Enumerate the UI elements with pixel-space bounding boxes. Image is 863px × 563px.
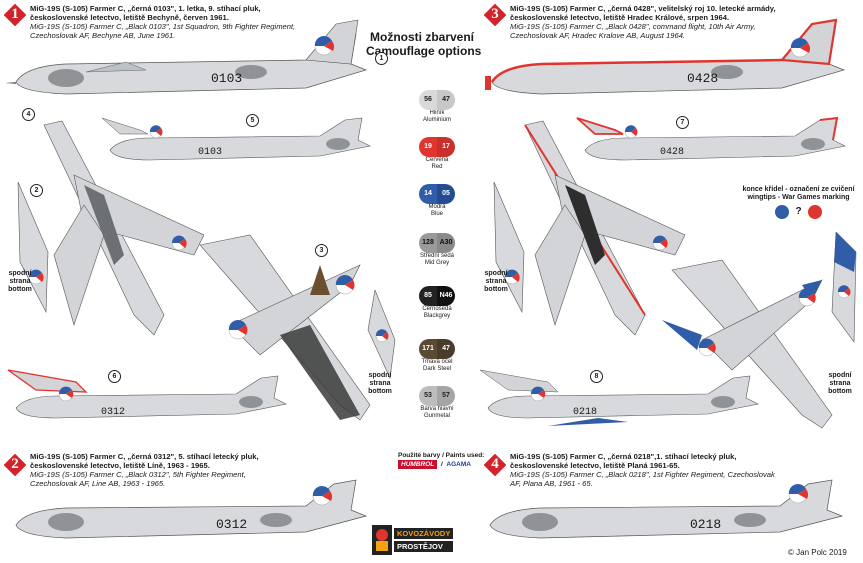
humbrol-logo: HUMBROL xyxy=(398,460,438,469)
aircraft-3-side-serial: 0428 xyxy=(687,71,718,86)
aircraft-4-side-profile: 0218 xyxy=(489,479,844,539)
option-3-caption-cz: MiG-19S (S-105) Farmer C, „černá 0428", … xyxy=(510,4,776,22)
option-4-badge: 4 xyxy=(484,454,506,476)
callout-marker-2: 2 xyxy=(30,184,43,197)
option-2-caption: MiG-19S (S-105) Farmer C, „černá 0312", … xyxy=(30,452,290,488)
agama-logo: AGAMA xyxy=(446,461,471,468)
wingtip-legend-en: wingtips - War Games marking xyxy=(747,194,850,201)
red-dot-icon xyxy=(807,205,822,219)
aircraft-1-underside xyxy=(17,182,49,314)
callout-marker-8: 8 xyxy=(590,370,603,383)
aircraft-1-side-serial: 0103 xyxy=(211,71,242,86)
option-badge-icon xyxy=(484,454,506,476)
aircraft-1-side-serial-2: 0103 xyxy=(198,147,222,158)
option-2-caption-en: MiG-19S (S-105) Farmer C, „Black 0312", … xyxy=(30,470,246,488)
aircraft-3-top-view xyxy=(524,120,685,336)
option-3-badge: 3 xyxy=(484,4,506,26)
page-title-en: Camouflage options xyxy=(366,44,482,58)
option-4-caption: MiG-19S (S-105) Farmer C, „černá 0218",1… xyxy=(510,452,780,488)
underside-label-4: spodní strana bottom xyxy=(828,372,852,395)
option-2-number: 2 xyxy=(11,456,19,472)
option-4-number: 4 xyxy=(491,456,499,472)
wingtip-legend: konce křídel - označení ze cvičení wingt… xyxy=(736,186,861,219)
callout-marker-7: 7 xyxy=(676,116,689,129)
callout-marker-5: 5 xyxy=(246,114,259,127)
option-badge-icon xyxy=(484,4,506,26)
callout-marker-4: 4 xyxy=(22,108,35,121)
aircraft-4-underside xyxy=(831,232,857,343)
underside-label-3: spodní strana bottom xyxy=(484,270,508,293)
aircraft-2-side-serial-small: 0312 xyxy=(101,407,125,418)
aircraft-1-side-profile: 0103 xyxy=(6,19,368,95)
aircraft-2-side-profile: 0312 xyxy=(15,479,368,539)
aircraft-2-top-view xyxy=(199,234,371,421)
option-badge-icon xyxy=(4,454,26,476)
option-1-number: 1 xyxy=(11,6,19,22)
page-title-cz: Možnosti zbarvení xyxy=(370,30,475,44)
aircraft-4-side-profile-small: 0218 xyxy=(479,369,759,426)
aircraft-2-side-serial: 0312 xyxy=(216,517,247,532)
option-4-caption-cz: MiG-19S (S-105) Farmer C, „černá 0218",1… xyxy=(510,452,737,470)
underside-label-1: spodní strana bottom xyxy=(8,270,32,293)
option-2-badge: 2 xyxy=(4,454,26,476)
aircraft-4-side-serial: 0218 xyxy=(690,517,721,532)
callout-marker-6: 6 xyxy=(108,370,121,383)
wingtip-legend-cz: konce křídel - označení ze cvičení xyxy=(742,186,855,193)
kovozavody-logo: KOVOZÁVODY PROSTĚJOV xyxy=(372,525,464,555)
logo-mark-icon xyxy=(372,525,392,555)
option-3-caption-en: MiG-19S (S-105) Farmer C, „Black 0428", … xyxy=(510,22,756,40)
aircraft-1-top-view xyxy=(43,120,204,336)
callout-marker-1: 1 xyxy=(375,52,388,65)
copyright: © Jan Polc 2019 xyxy=(788,548,847,557)
aircraft-4-top-view xyxy=(662,259,833,429)
aircraft-4-side-serial-small: 0218 xyxy=(573,407,597,418)
aircraft-2-side-profile-small: 0312 xyxy=(7,369,287,419)
option-badge-icon xyxy=(4,4,26,26)
blue-dot-icon xyxy=(775,205,790,219)
option-2-caption-cz: MiG-19S (S-105) Farmer C, „černá 0312", … xyxy=(30,452,259,470)
paints-used: Použité barvy / Paints used: HUMBROL / A… xyxy=(398,452,485,469)
aircraft-3-side-profile-2: 0428 xyxy=(576,116,846,161)
aircraft-1-side-profile-2: 0103 xyxy=(101,117,371,161)
underside-label-2: spodní strana bottom xyxy=(368,372,392,395)
option-1-caption-cz: MiG-19S (S-105) Farmer C, „černá 0103", … xyxy=(30,4,261,22)
option-3-caption: MiG-19S (S-105) Farmer C, „černá 0428", … xyxy=(510,4,800,40)
aircraft-3-underside xyxy=(493,182,525,314)
option-3-number: 3 xyxy=(491,6,499,22)
option-1-caption: MiG-19S (S-105) Farmer C, „černá 0103", … xyxy=(30,4,300,40)
callout-marker-3: 3 xyxy=(315,244,328,257)
option-1-badge: 1 xyxy=(4,4,26,26)
option-1-caption-en: MiG-19S (S-105) Farmer C, „Black 0103", … xyxy=(30,22,296,40)
aircraft-3-side-profile: 0428 xyxy=(485,18,846,95)
aircraft-3-side-serial-2: 0428 xyxy=(660,147,684,158)
paints-used-label: Použité barvy / Paints used: xyxy=(398,452,485,459)
option-4-caption-en: MiG-19S (S-105) Farmer C, „Black 0218", … xyxy=(510,470,775,488)
aircraft-2-underside xyxy=(367,290,396,380)
